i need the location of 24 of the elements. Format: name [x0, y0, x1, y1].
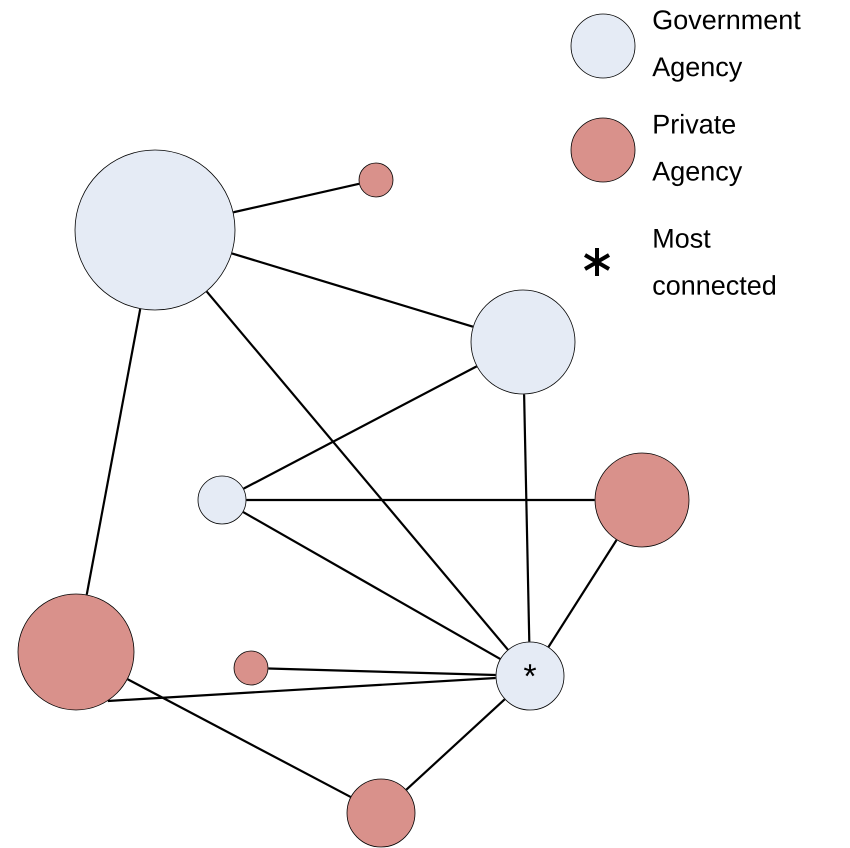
connector-line	[86, 308, 142, 595]
node-circle	[18, 594, 134, 710]
connector-line	[232, 252, 474, 328]
node-circle	[346, 778, 416, 848]
legend-label: Most connected	[653, 229, 776, 295]
node-circle	[470, 290, 576, 394]
connector-line	[206, 290, 509, 650]
connector-line	[108, 676, 496, 702]
node-circle	[74, 150, 236, 310]
connector-line	[548, 539, 618, 648]
node-circle	[594, 452, 690, 548]
connector-line	[233, 182, 360, 214]
connector-line	[268, 667, 496, 676]
connector-line	[246, 498, 595, 502]
connector-line	[127, 678, 352, 798]
node-circle	[198, 476, 246, 524]
connector-line	[406, 698, 506, 791]
legend-label: Government Agency	[652, 10, 801, 82]
legend-label: Private Agency	[652, 114, 742, 186]
node-circle	[358, 162, 394, 198]
connector-line	[523, 394, 530, 642]
connector-line	[243, 365, 478, 490]
node-circle	[234, 650, 268, 686]
connector-line	[242, 511, 501, 660]
